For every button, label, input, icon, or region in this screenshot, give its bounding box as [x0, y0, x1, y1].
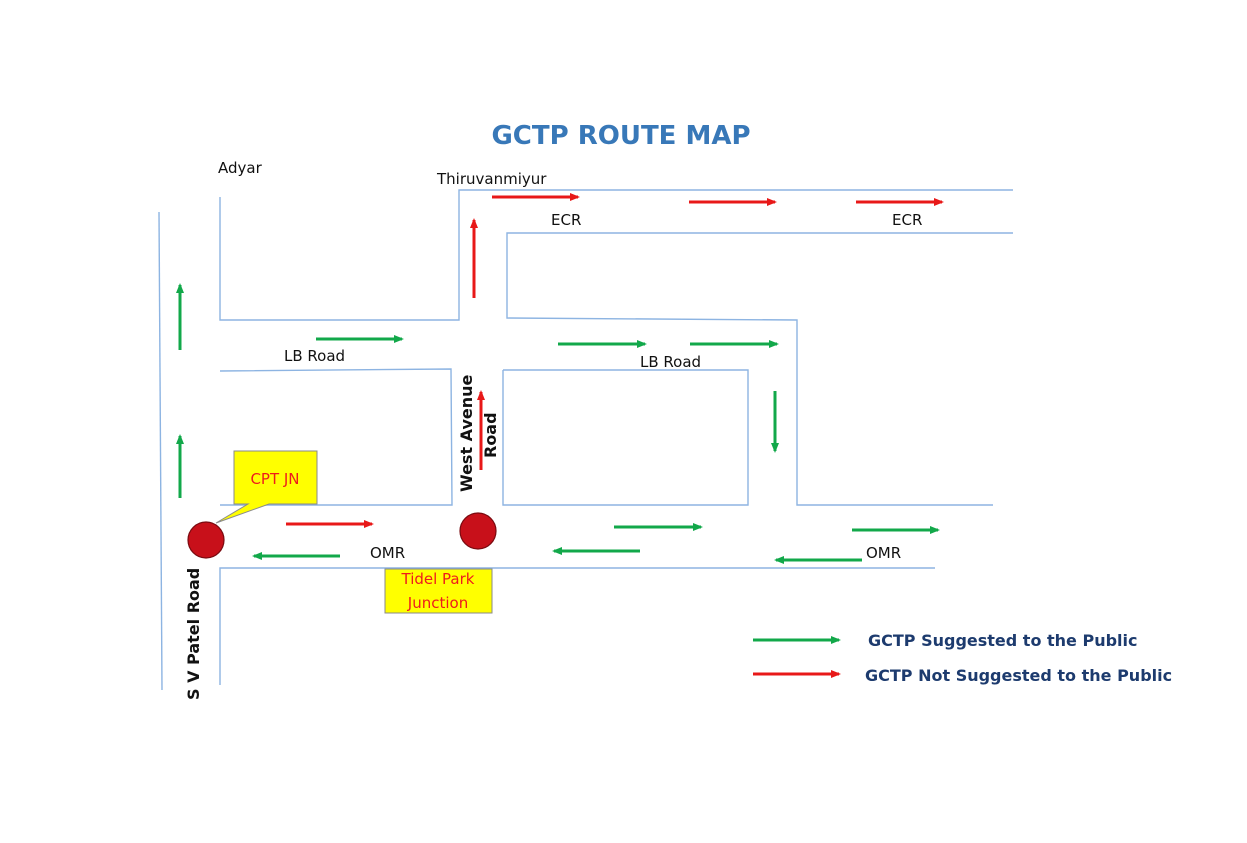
omr-south-edge: [219, 567, 935, 685]
left-block-outline: [219, 368, 453, 506]
road-network: [158, 189, 1013, 691]
legend-not-suggested-label: GCTP Not Suggested to the Public: [865, 666, 1172, 685]
callout-cpt-jn: CPT JN: [215, 450, 318, 524]
road-label-lb-road-left: LB Road: [284, 347, 345, 365]
callout-tidel-park-label-2: Junction: [407, 594, 468, 612]
adyar-block-outline: [219, 189, 1013, 321]
road-label-omr-left: OMR: [370, 544, 405, 562]
legend-suggested-label: GCTP Suggested to the Public: [868, 631, 1138, 650]
map-title: GCTP ROUTE MAP: [491, 121, 750, 151]
legend: GCTP Suggested to the Public GCTP Not Su…: [753, 631, 1172, 685]
road-label-sv-patel: S V Patel Road: [184, 568, 203, 700]
not-suggested-routes: [286, 193, 944, 528]
place-thiruvanmiyur: Thiruvanmiyur: [436, 170, 547, 188]
suggested-routes: [176, 283, 940, 564]
callout-tidel-park-label-1: Tidel Park: [401, 570, 475, 588]
road-label-west-avenue: West Avenue: [457, 374, 476, 492]
junction-cpt-marker: [187, 521, 225, 559]
sv-patel-road-left-edge: [158, 211, 163, 691]
road-label-omr-right: OMR: [866, 544, 901, 562]
road-label-ecr-left: ECR: [551, 211, 581, 229]
place-adyar: Adyar: [218, 159, 263, 177]
callout-cpt-jn-label: CPT JN: [250, 470, 299, 488]
ecr-lb-block-outline: [506, 232, 1013, 506]
middle-block-outline: [502, 369, 749, 506]
road-label-ecr-right: ECR: [892, 211, 922, 229]
junction-tidel-park-marker: [459, 512, 497, 550]
callout-tidel-park: Tidel Park Junction: [384, 568, 493, 614]
road-label-west-avenue-road: Road: [481, 412, 500, 458]
road-label-lb-road-right: LB Road: [640, 353, 701, 371]
